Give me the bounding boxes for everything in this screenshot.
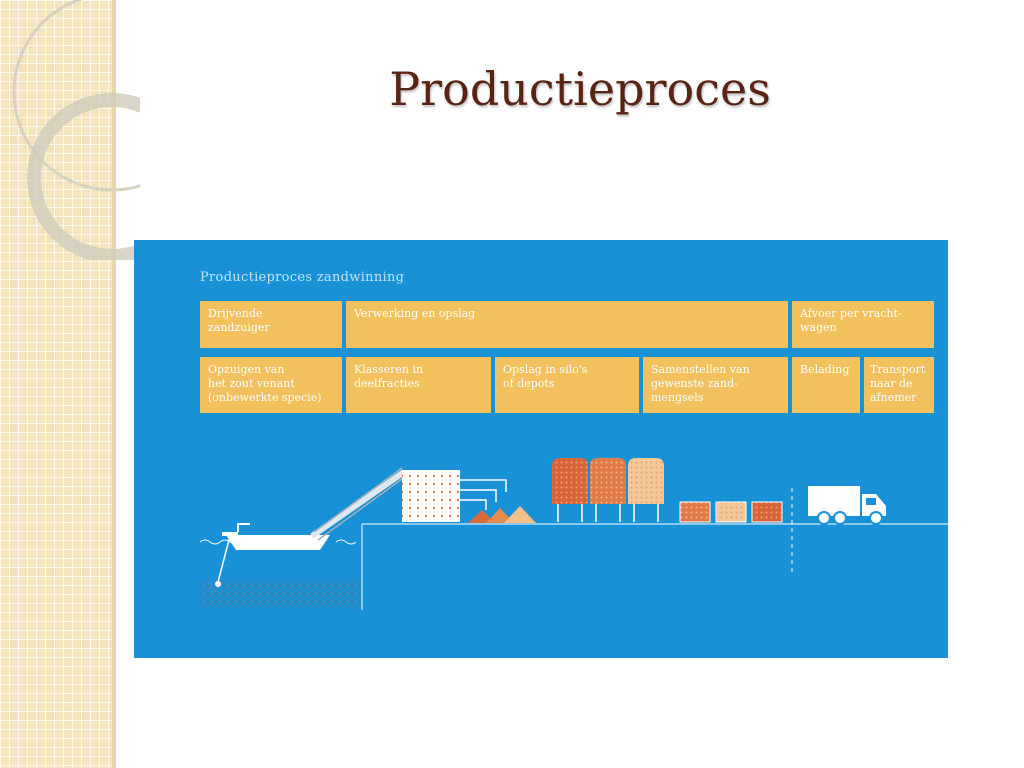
water-surface-right [335, 539, 357, 545]
sand-bin-icon [679, 501, 783, 523]
step-suction: Opzuigen van het zout venant (onbewerkte… [200, 357, 342, 413]
sand-pile-icon [468, 506, 536, 523]
lake-bed [200, 580, 362, 608]
step-transport: Transport naar de afnemer [864, 357, 934, 413]
step-loading: Belading [792, 357, 860, 413]
step-storage: Opslag in silo's of depots [495, 357, 639, 413]
sorting-screen-icon [402, 470, 507, 522]
step-classifying: Klasseren in deelfracties [346, 357, 491, 413]
dredger-icon [215, 523, 330, 587]
process-diagram: Productieproces zandwinning Drijvende za… [134, 240, 948, 658]
phase-dredger: Drijvende zandzuiger [200, 301, 342, 348]
process-illustration [199, 458, 948, 610]
silo-icon [552, 458, 664, 522]
decorative-rings [12, 0, 140, 260]
conveyor-icon [310, 467, 407, 541]
phase-processing: Verwerking en opslag [346, 301, 788, 348]
slide-title: Productieproces [389, 62, 771, 116]
sidebar-edge [112, 0, 116, 768]
phase-transport: Afvoer per vracht- wagen [792, 301, 934, 348]
diagram-title: Productieproces zandwinning [200, 270, 405, 285]
truck-icon [808, 486, 886, 525]
step-mixing: Samenstellen van gewenste zand- mengsels [643, 357, 788, 413]
